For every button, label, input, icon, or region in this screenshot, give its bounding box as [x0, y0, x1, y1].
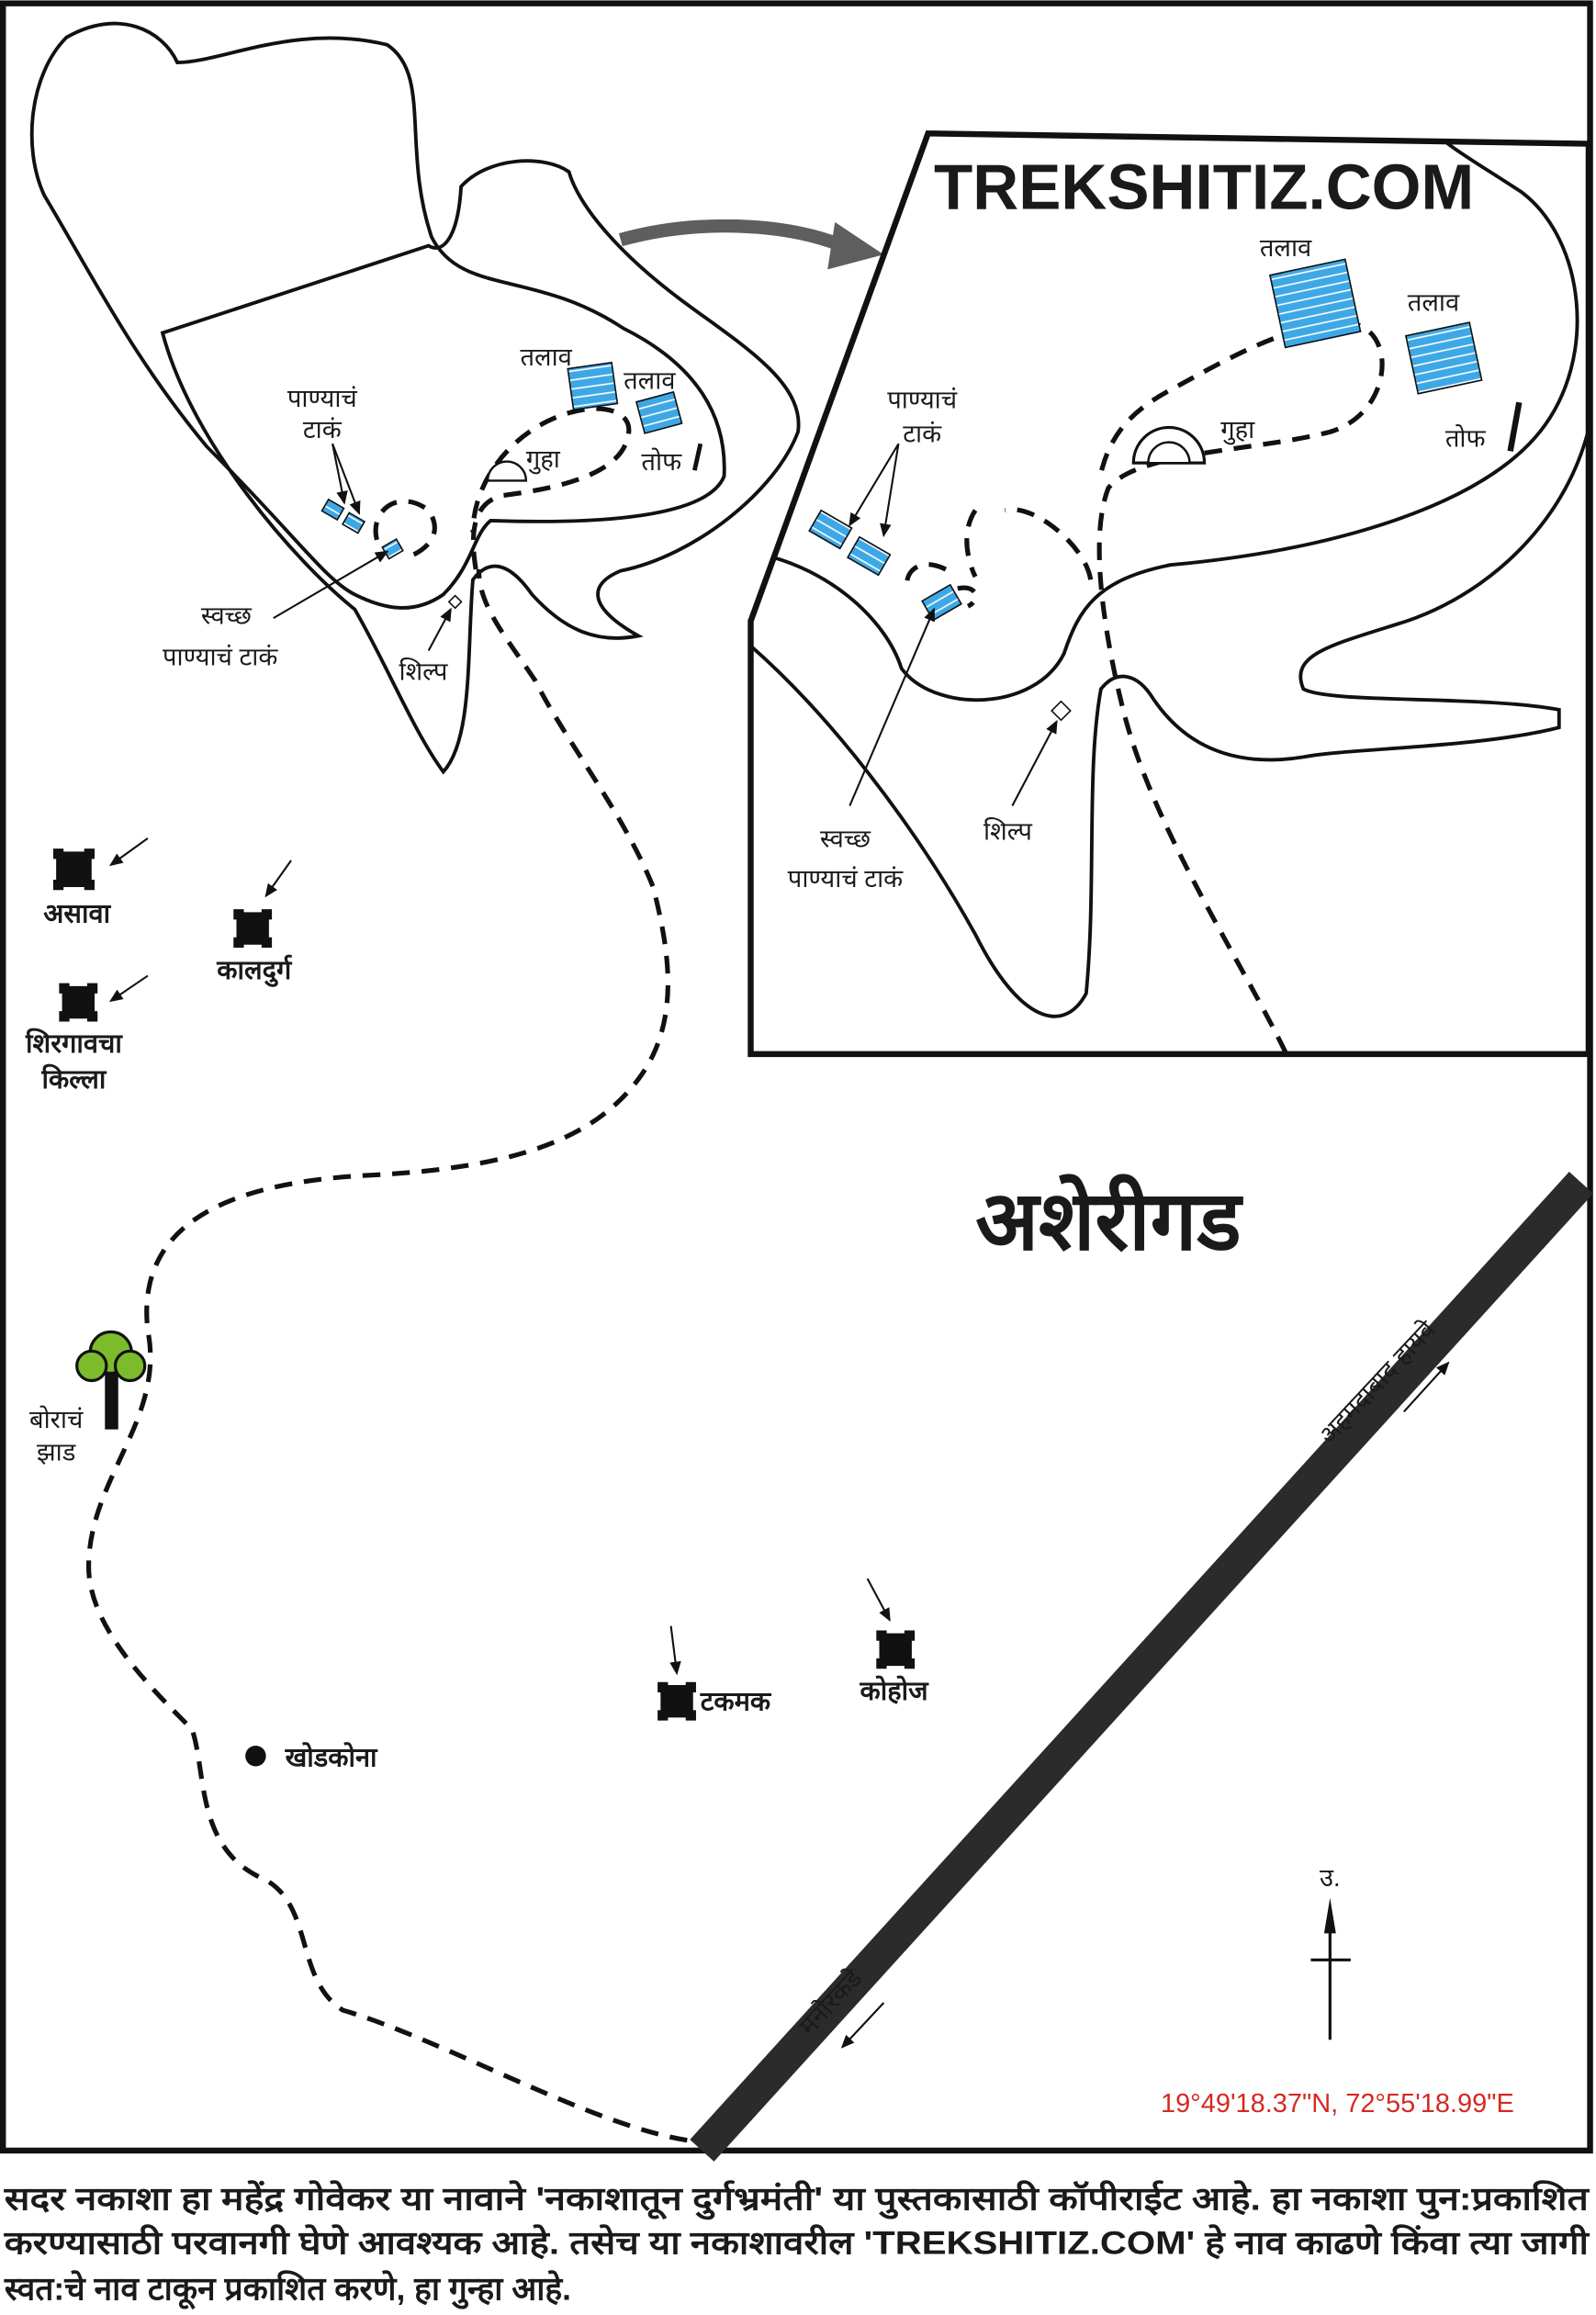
water-tank-icon — [1268, 258, 1362, 349]
watermark: TREKSHITIZ.COM — [934, 151, 1474, 222]
north-arrow-icon — [1310, 1897, 1351, 2040]
fort-icon — [658, 1681, 696, 1721]
fort-icon — [59, 983, 98, 1022]
fort-icon — [233, 909, 273, 948]
water-tank-icon — [341, 511, 366, 534]
label-water-tanks: पाण्याचं — [287, 384, 358, 412]
inset-label-sculpture: शिल्प — [983, 817, 1032, 846]
inset-label-cave: गुहा — [1220, 415, 1255, 445]
water-tank-icon — [808, 509, 853, 550]
fort-takmak: टकमक — [658, 1625, 772, 1721]
label-water-tanks-2: टाकं — [303, 415, 343, 444]
sculpture-icon — [1051, 700, 1072, 722]
cave-icon — [486, 460, 528, 482]
water-tank-icon — [320, 498, 345, 522]
label-kaldurg: कालदुर्ग — [216, 954, 293, 987]
label-lake-1: तलाव — [520, 343, 572, 371]
inset-label-clean-tank: स्वच्छ — [820, 825, 871, 853]
label-shirgaon: शिरगावचा — [25, 1028, 123, 1059]
sculpture-icon — [447, 594, 463, 610]
village-dot-icon — [245, 1745, 266, 1767]
cannon-icon — [691, 443, 703, 471]
footer-line-1: सदर नकाशा हा महेंद्र गोवेकर या नावाने 'न… — [4, 2179, 1590, 2219]
map-title: अशेरीगड — [975, 1173, 1243, 1267]
highway-road — [690, 1171, 1594, 2162]
inset-label-water-tanks-2: टाकं — [903, 420, 942, 448]
inset-label-water-tanks: पाण्याचं — [887, 386, 958, 414]
inset-label-clean-tank-2: पाण्याचं टाकं — [788, 864, 904, 893]
fort-shirgaon: शिरगावचा किल्ला — [25, 974, 149, 1095]
label-tree-2: झाड — [37, 1437, 76, 1466]
direction-arrow-icon — [840, 2002, 885, 2049]
fort-main-plan: पाण्याचं टाकं तलाव तलाव गुहा तोफ स्वच्छ … — [29, 21, 801, 775]
inset-slope-area — [750, 133, 1589, 1018]
inset-label-lake-2: तलाव — [1408, 287, 1460, 316]
label-asava: असावा — [43, 900, 111, 929]
inset-map: TREKSHITIZ.COM तलाव तलाव पाण्याचं टाकं ग… — [747, 130, 1592, 1058]
water-tank-icon — [635, 390, 683, 434]
label-tree: बोराचं — [29, 1405, 84, 1433]
inset-label-lake-1: तलाव — [1260, 233, 1312, 262]
label-clean-tank: स्वच्छ — [201, 601, 253, 630]
north-label: उ. — [1320, 1863, 1341, 1892]
label-sculpture: शिल्प — [399, 657, 448, 686]
footer-line-3: स्वत:चे नाव टाकून प्रकाशित करणे, हा गुन्… — [4, 2269, 571, 2309]
label-takmak: टकमक — [700, 1687, 772, 1716]
fort-kaldurg: कालदुर्ग — [216, 860, 293, 987]
fort-trail — [373, 406, 632, 570]
label-cave: गुहा — [526, 444, 561, 475]
label-khodkona: खोडकोना — [285, 1742, 378, 1773]
direction-arrow-icon — [1403, 1361, 1450, 1412]
label-kohoj: कोहोज — [860, 1675, 930, 1706]
water-tank-icon — [846, 535, 892, 577]
zoom-arrow-icon — [618, 219, 845, 253]
zoom-arrowhead-icon — [827, 221, 884, 270]
tree-icon — [75, 1330, 147, 1430]
label-clean-tank-2: पाण्याचं टाकं — [163, 643, 278, 671]
plateau-area — [29, 21, 726, 610]
label-cannon: तोफ — [641, 447, 682, 476]
cannon-icon — [1507, 401, 1523, 452]
inset-frame — [747, 130, 1592, 1058]
footer-line-2: करण्यासाठी परवानगी घेणे आवश्यक आहे. तसेच… — [4, 2224, 1590, 2262]
fort-icon — [876, 1630, 916, 1669]
label-shirgaon-2: किल्ला — [41, 1063, 107, 1095]
fort-asava: असावा — [43, 837, 149, 929]
fort-icon — [52, 848, 95, 891]
water-tank-icon — [567, 361, 619, 411]
inset-label-cannon: तोफ — [1445, 423, 1487, 452]
fort-kohoj: कोहोज — [860, 1578, 930, 1706]
inset-plateau-area — [750, 133, 1579, 702]
approach-trail — [85, 568, 688, 2143]
coordinates: 19°49'18.37"N, 72°55'18.99"E — [1161, 2089, 1514, 2118]
slope-area — [160, 159, 801, 775]
water-tank-icon — [1404, 321, 1483, 395]
label-lake-2: तलाव — [624, 366, 676, 395]
